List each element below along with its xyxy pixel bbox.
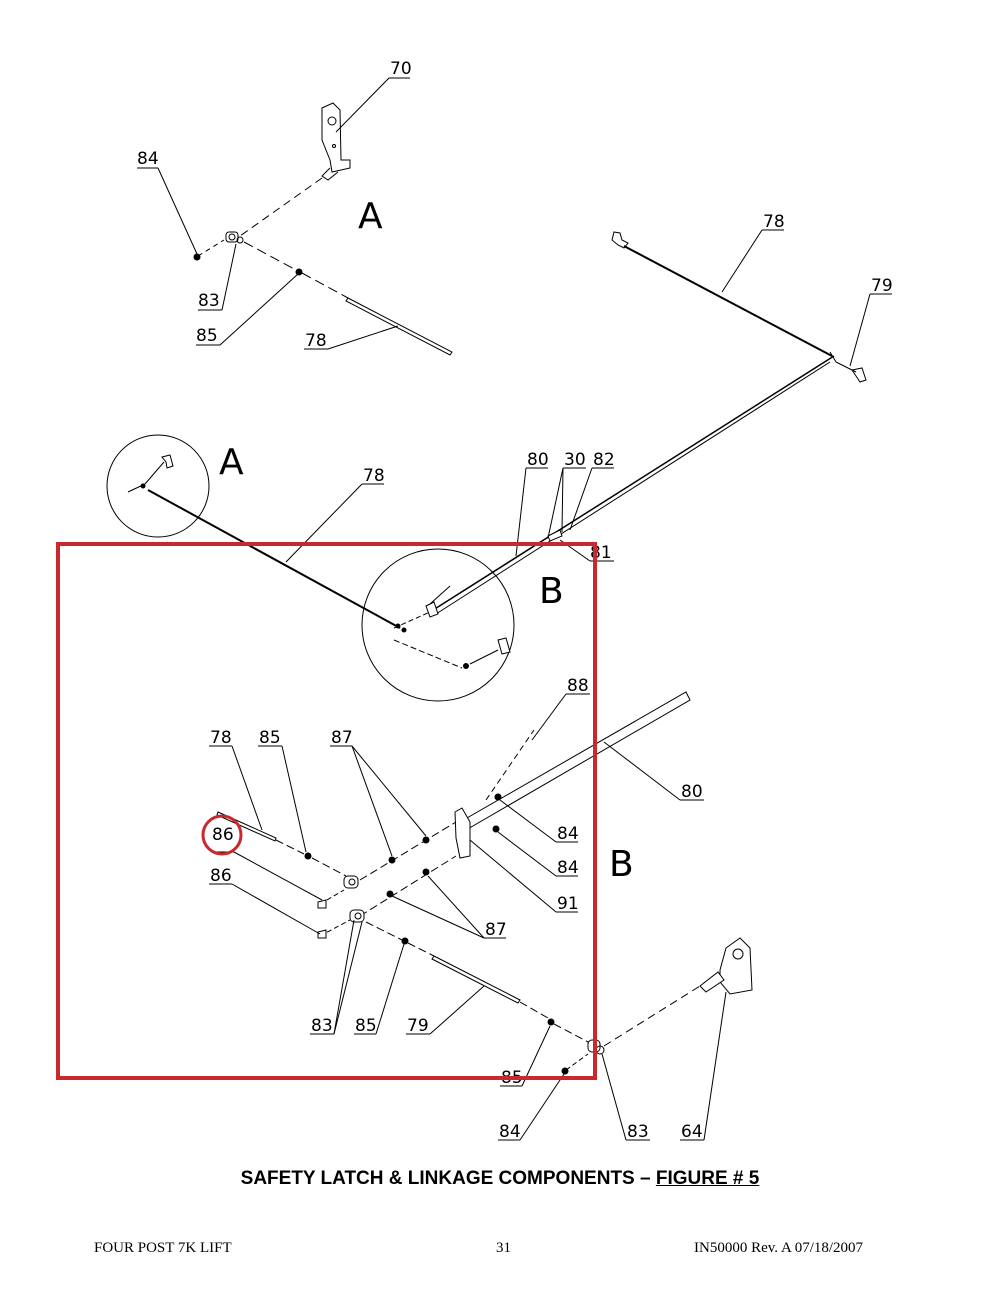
callout-79-right: 79 [871, 276, 893, 296]
footer-page-number: 31 [496, 1240, 511, 1256]
highlight-box [56, 542, 597, 1080]
callout-87-b-low: 87 [485, 920, 507, 940]
callout-85-top: 85 [196, 326, 218, 346]
callout-labels: 70 84 83 85 78 78 79 78 80 30 82 81 88 7… [137, 59, 893, 1142]
callout-82: 82 [593, 450, 615, 470]
callout-83-b: 83 [311, 1016, 333, 1036]
figure-caption: SAFETY LATCH & LINKAGE COMPONENTS – FIGU… [0, 1168, 1000, 1190]
view-letter-a-top: A [358, 196, 383, 237]
view-letter-a-detail: A [219, 442, 244, 483]
detail-a-drawing [193, 102, 453, 356]
callout-84-top: 84 [137, 149, 159, 169]
detail-b-circle [361, 548, 515, 702]
upper-linkage [429, 231, 867, 615]
highlight-circle [201, 814, 243, 856]
callout-78-mid: 78 [363, 466, 385, 486]
callout-88: 88 [567, 676, 589, 696]
callout-85-b-low: 85 [355, 1016, 377, 1036]
callout-83-bottom: 83 [627, 1122, 649, 1142]
footer-document-revision: IN50000 Rev. A 07/18/2007 [694, 1240, 864, 1256]
callout-84-b2: 84 [557, 858, 579, 878]
detail-b-drawing [216, 691, 753, 1075]
callout-83-top: 83 [198, 291, 220, 311]
figure-number: FIGURE # 5 [655, 1168, 760, 1189]
view-letters: A A B B [219, 196, 634, 885]
callout-78-b: 78 [210, 728, 232, 748]
main-rod [106, 434, 401, 629]
leader-lines [137, 77, 892, 1141]
view-letter-b-detail: B [539, 571, 564, 612]
callout-78-right: 78 [763, 212, 785, 232]
callout-30: 30 [564, 450, 586, 470]
callout-70: 70 [390, 59, 412, 79]
caption-text: SAFETY LATCH & LINKAGE COMPONENTS – [240, 1168, 656, 1189]
callout-79-b: 79 [407, 1016, 429, 1036]
view-letter-b-side: B [609, 844, 634, 885]
footer-product: FOUR POST 7K LIFT [94, 1240, 232, 1256]
callout-80-b: 80 [681, 782, 703, 802]
callout-86-circled: 86 [212, 825, 234, 845]
callout-78-top: 78 [305, 331, 327, 351]
callout-87-b-top: 87 [331, 728, 353, 748]
callout-64: 64 [681, 1122, 703, 1142]
callout-91: 91 [557, 894, 579, 914]
callout-85-b: 85 [259, 728, 281, 748]
callout-86-b: 86 [210, 866, 232, 886]
callout-84-b1: 84 [557, 824, 579, 844]
callout-80-mid: 80 [527, 450, 549, 470]
callout-84-bottom: 84 [499, 1122, 521, 1142]
